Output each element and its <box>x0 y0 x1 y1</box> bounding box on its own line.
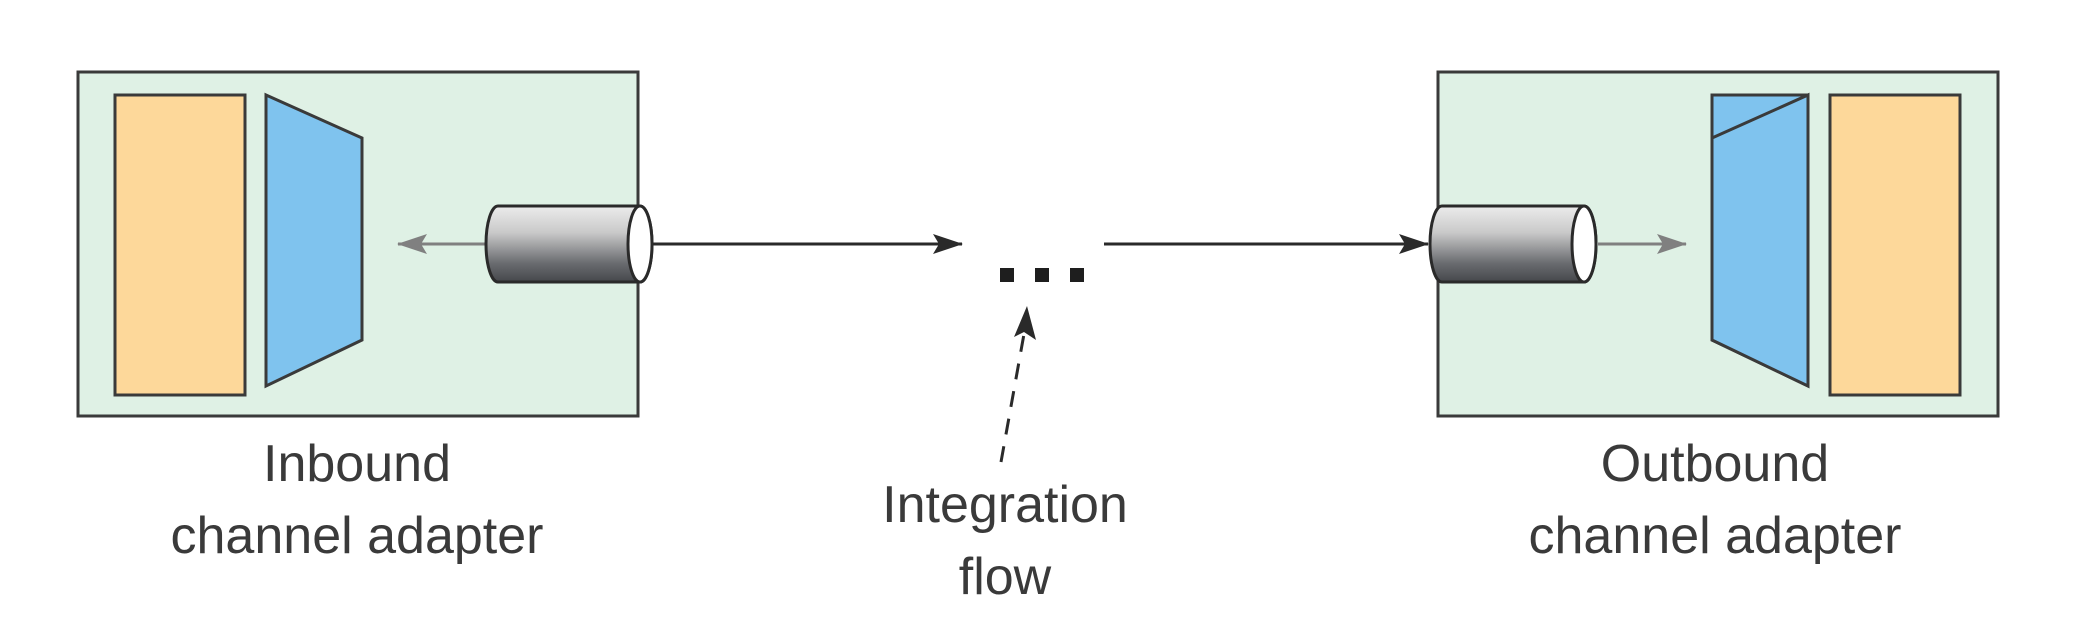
flow-dashed-pointer-head <box>1014 306 1036 340</box>
outbound-adapter <box>1428 70 2000 418</box>
inbound-channel-pipe <box>484 204 654 284</box>
outbound-channel-pipe <box>1428 204 1598 284</box>
integration-flow-ellipsis <box>1000 268 1084 282</box>
inbound-label-line-2: channel adapter <box>170 507 544 565</box>
outbound-label-line-1: Outbound <box>1600 435 1830 493</box>
integration-flow-label: Integration flow <box>855 469 1155 613</box>
flow-label-line-1: Integration <box>882 476 1128 534</box>
outbound-adapter-label: Outbound channel adapter <box>1515 428 1915 572</box>
flow-dashed-pointer <box>999 333 1026 463</box>
inbound-adapter <box>76 70 654 418</box>
outbound-label-line-2: channel adapter <box>1528 507 1902 565</box>
inbound-adapter-label: Inbound channel adapter <box>157 428 557 572</box>
outbound-application-block <box>1828 93 1962 397</box>
inbound-label-line-1: Inbound <box>263 435 451 493</box>
inbound-application-block <box>113 93 247 397</box>
flow-label-line-2: flow <box>958 548 1052 606</box>
inbound-transformer-shape <box>264 92 364 389</box>
